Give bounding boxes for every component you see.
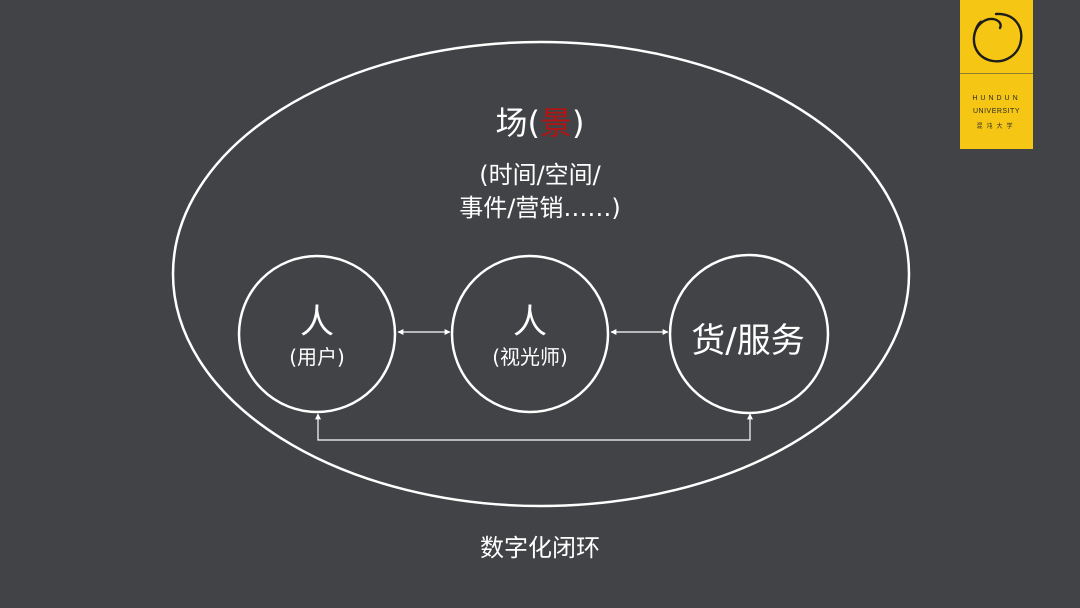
scene-ellipse	[171, 40, 911, 508]
node-user-sublabel: (用户)	[289, 345, 345, 369]
logo-text-university: UNIVERSITY	[972, 108, 1020, 115]
node-circle-optometrist	[450, 254, 610, 414]
node-optometrist-sublabel: (视光师)	[492, 345, 568, 369]
arrow-loop-user-goods	[315, 413, 753, 441]
logo-text-chinese: 混沌大学	[976, 124, 1017, 130]
scene-title-accent: 景	[540, 104, 573, 142]
enso-circle-icon	[972, 12, 1023, 63]
node-circle-goods	[668, 253, 830, 415]
scene-subtitle-line2: 事件/营销……)	[459, 194, 621, 222]
node-goods-label: 货/服务	[691, 321, 805, 361]
hundun-university-logo: HUNDUN UNIVERSITY 混沌大学	[960, 0, 1033, 149]
scene-subtitle-line1: (时间/空间/	[479, 161, 601, 189]
logo-text-hundun: HUNDUN	[972, 95, 1021, 102]
diagram-caption: 数字化闭环	[480, 534, 600, 562]
logo-divider	[960, 73, 1033, 74]
node-optometrist-label: 人	[513, 302, 547, 342]
node-user-label: 人	[300, 302, 334, 342]
node-circle-user	[237, 254, 397, 414]
scene-title: 场(景)	[495, 104, 585, 142]
